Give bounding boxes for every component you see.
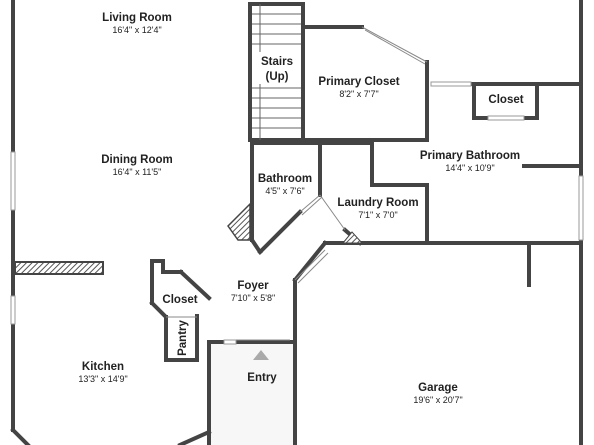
laundry-room-dims: 7'1" x 7'0" xyxy=(358,210,397,220)
room-closet-upper: Closet xyxy=(488,94,523,106)
room-kitchen: Kitchen 13'3" x 14'9" xyxy=(78,361,127,384)
closet-upper-name: Closet xyxy=(488,94,523,106)
room-primary-bathroom: Primary Bathroom 14'4" x 10'9" xyxy=(420,150,520,173)
garage-dims: 19'6" x 20'7" xyxy=(413,395,462,405)
kitchen-name: Kitchen xyxy=(82,361,124,373)
hatched-wall-kitchen xyxy=(14,261,104,275)
primary-closet-name: Primary Closet xyxy=(318,76,399,88)
stairs-name: Stairs xyxy=(261,56,293,68)
entry-area xyxy=(210,343,295,445)
hatched-wall-laundry xyxy=(341,231,364,244)
bathroom-name: Bathroom xyxy=(258,173,312,185)
room-living-room: Living Room 16'4" x 12'4" xyxy=(102,12,172,35)
living-room-name: Living Room xyxy=(102,12,172,24)
pantry-name: Pantry xyxy=(177,320,189,356)
room-stairs: Stairs (Up) xyxy=(254,52,300,84)
garage-name: Garage xyxy=(418,382,458,394)
room-entry: Entry xyxy=(247,372,277,384)
primary-bathroom-name: Primary Bathroom xyxy=(420,150,520,162)
laundry-room-name: Laundry Room xyxy=(337,197,418,209)
hatched-wall-bathroom xyxy=(227,202,251,241)
stairs-note: (Up) xyxy=(266,71,289,83)
room-closet-lower: Closet xyxy=(162,294,197,306)
windows xyxy=(10,81,584,345)
kitchen-dims: 13'3" x 14'9" xyxy=(78,374,127,384)
entry-arrow-icon xyxy=(253,350,269,360)
room-dining-room: Dining Room 16'4" x 11'5" xyxy=(101,154,173,177)
room-primary-closet: Primary Closet 8'2" x 7'7" xyxy=(318,76,399,99)
room-laundry-room: Laundry Room 7'1" x 7'0" xyxy=(337,197,418,220)
walls xyxy=(10,0,583,445)
dining-room-name: Dining Room xyxy=(101,154,173,166)
room-bathroom: Bathroom 4'5" x 7'6" xyxy=(258,173,312,196)
doors xyxy=(166,26,428,341)
entry-name: Entry xyxy=(247,372,277,384)
bathroom-dims: 4'5" x 7'6" xyxy=(265,186,304,196)
dining-room-dims: 16'4" x 11'5" xyxy=(113,167,162,177)
room-foyer: Foyer 7'10" x 5'8" xyxy=(231,280,275,303)
living-room-dims: 16'4" x 12'4" xyxy=(112,25,161,35)
room-garage: Garage 19'6" x 20'7" xyxy=(413,382,462,405)
foyer-name: Foyer xyxy=(237,280,269,292)
room-pantry: Pantry xyxy=(177,320,189,356)
primary-bathroom-dims: 14'4" x 10'9" xyxy=(445,163,494,173)
closet-lower-name: Closet xyxy=(162,294,197,306)
primary-closet-dims: 8'2" x 7'7" xyxy=(339,89,378,99)
foyer-dims: 7'10" x 5'8" xyxy=(231,293,275,303)
